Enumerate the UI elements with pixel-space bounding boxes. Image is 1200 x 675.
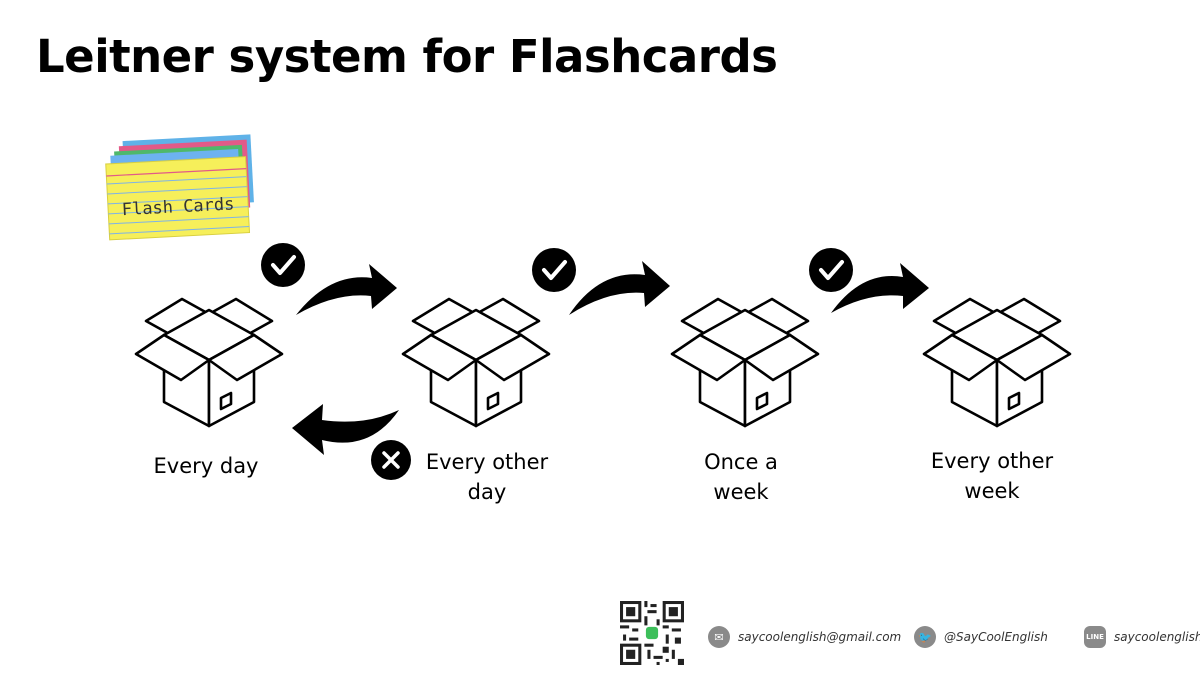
line-text: saycoolenglish (1114, 630, 1200, 644)
box-every-day-icon (134, 297, 284, 428)
email-text: saycoolenglish@gmail.com (738, 630, 902, 644)
box-label-every-other-day: Every other day (425, 450, 549, 504)
page-title: Leitner system for Flashcards (36, 30, 778, 83)
forward-arrow-icon (569, 261, 670, 315)
twitter-contact[interactable]: 🐦 @SayCoolEnglish (914, 626, 1048, 648)
box-label-every-day: Every day (153, 454, 259, 478)
twitter-icon: 🐦 (914, 626, 936, 648)
line-icon: LINE (1084, 626, 1106, 648)
box-label-once-a-week: Once a week (704, 450, 778, 504)
check-icon (807, 246, 855, 294)
flash-cards-image: Flash Cards (105, 134, 254, 241)
email-contact[interactable]: ✉ saycoolenglish@gmail.com (708, 626, 901, 648)
check-icon (259, 241, 307, 289)
line-contact[interactable]: LINE saycoolenglish (1084, 626, 1200, 648)
backward-arrow-icon (292, 404, 399, 455)
email-icon: ✉ (708, 626, 730, 648)
box-every-other-week-icon (922, 297, 1072, 428)
box-every-other-day-icon (401, 297, 551, 428)
twitter-text: @SayCoolEnglish (944, 630, 1048, 644)
box-label-every-other-week: Every other week (930, 449, 1054, 503)
qr-code-icon[interactable] (620, 601, 684, 665)
box-once-a-week-icon (670, 297, 820, 428)
forward-arrow-icon (296, 264, 397, 315)
check-icon (530, 246, 578, 294)
forward-arrow-icon (831, 263, 929, 313)
cross-icon (371, 440, 411, 480)
